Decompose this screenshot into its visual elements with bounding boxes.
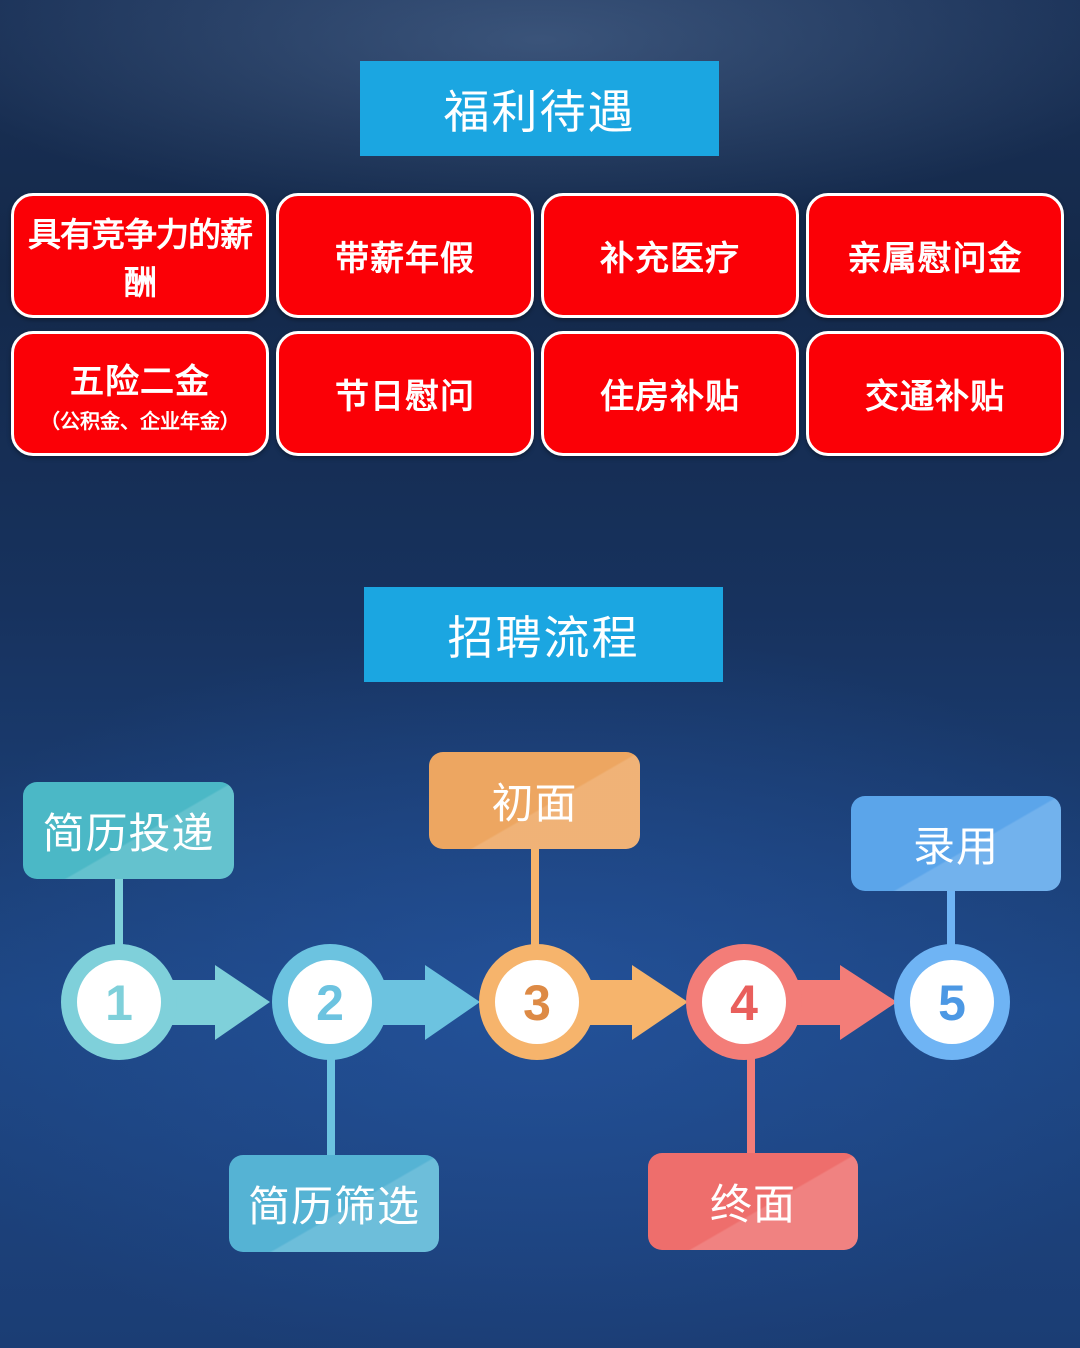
step-number-3: 3 <box>523 975 551 1031</box>
connector-5 <box>947 888 955 948</box>
benefits-title: 福利待遇 <box>360 61 719 156</box>
benefit-family-condolence: 亲属慰问金 <box>806 193 1064 318</box>
benefit-housing-subsidy: 住房补贴 <box>541 331 799 456</box>
arrow-1-to-2 <box>160 965 270 1040</box>
step-label-4: 终面 <box>648 1153 858 1250</box>
step-circle-1: 1 <box>61 944 177 1060</box>
step-label-5: 录用 <box>851 796 1061 891</box>
recruitment-flow-diagram: 1 2 3 4 5 <box>61 845 1010 1160</box>
benefit-transport-subsidy: 交通补贴 <box>806 331 1064 456</box>
step-circle-5: 5 <box>894 944 1010 1060</box>
benefit-insurance-funds: 五险二金（公积金、企业年金） <box>11 331 269 456</box>
step-label-2: 简历筛选 <box>229 1155 439 1252</box>
benefit-holiday-greetings: 节日慰问 <box>276 331 534 456</box>
benefit-competitive-salary: 具有竞争力的薪酬 <box>11 193 269 318</box>
connector-1 <box>115 870 123 950</box>
step-circle-2: 2 <box>272 944 388 1060</box>
benefit-paid-leave: 带薪年假 <box>276 193 534 318</box>
step-number-2: 2 <box>316 975 344 1031</box>
benefit-supplementary-medical: 补充医疗 <box>541 193 799 318</box>
arrow-4-to-5 <box>788 965 897 1040</box>
step-number-5: 5 <box>938 975 966 1031</box>
connector-4 <box>747 1055 755 1160</box>
connector-2 <box>327 1055 335 1160</box>
arrow-3-to-4 <box>580 965 688 1040</box>
step-label-1: 简历投递 <box>23 782 234 879</box>
step-number-4: 4 <box>730 975 758 1031</box>
step-label-3: 初面 <box>429 752 640 849</box>
step-circle-3: 3 <box>479 944 595 1060</box>
step-circle-4: 4 <box>686 944 802 1060</box>
connector-3 <box>531 845 539 945</box>
process-title: 招聘流程 <box>364 587 723 682</box>
arrow-2-to-3 <box>372 965 480 1040</box>
step-number-1: 1 <box>105 975 133 1031</box>
